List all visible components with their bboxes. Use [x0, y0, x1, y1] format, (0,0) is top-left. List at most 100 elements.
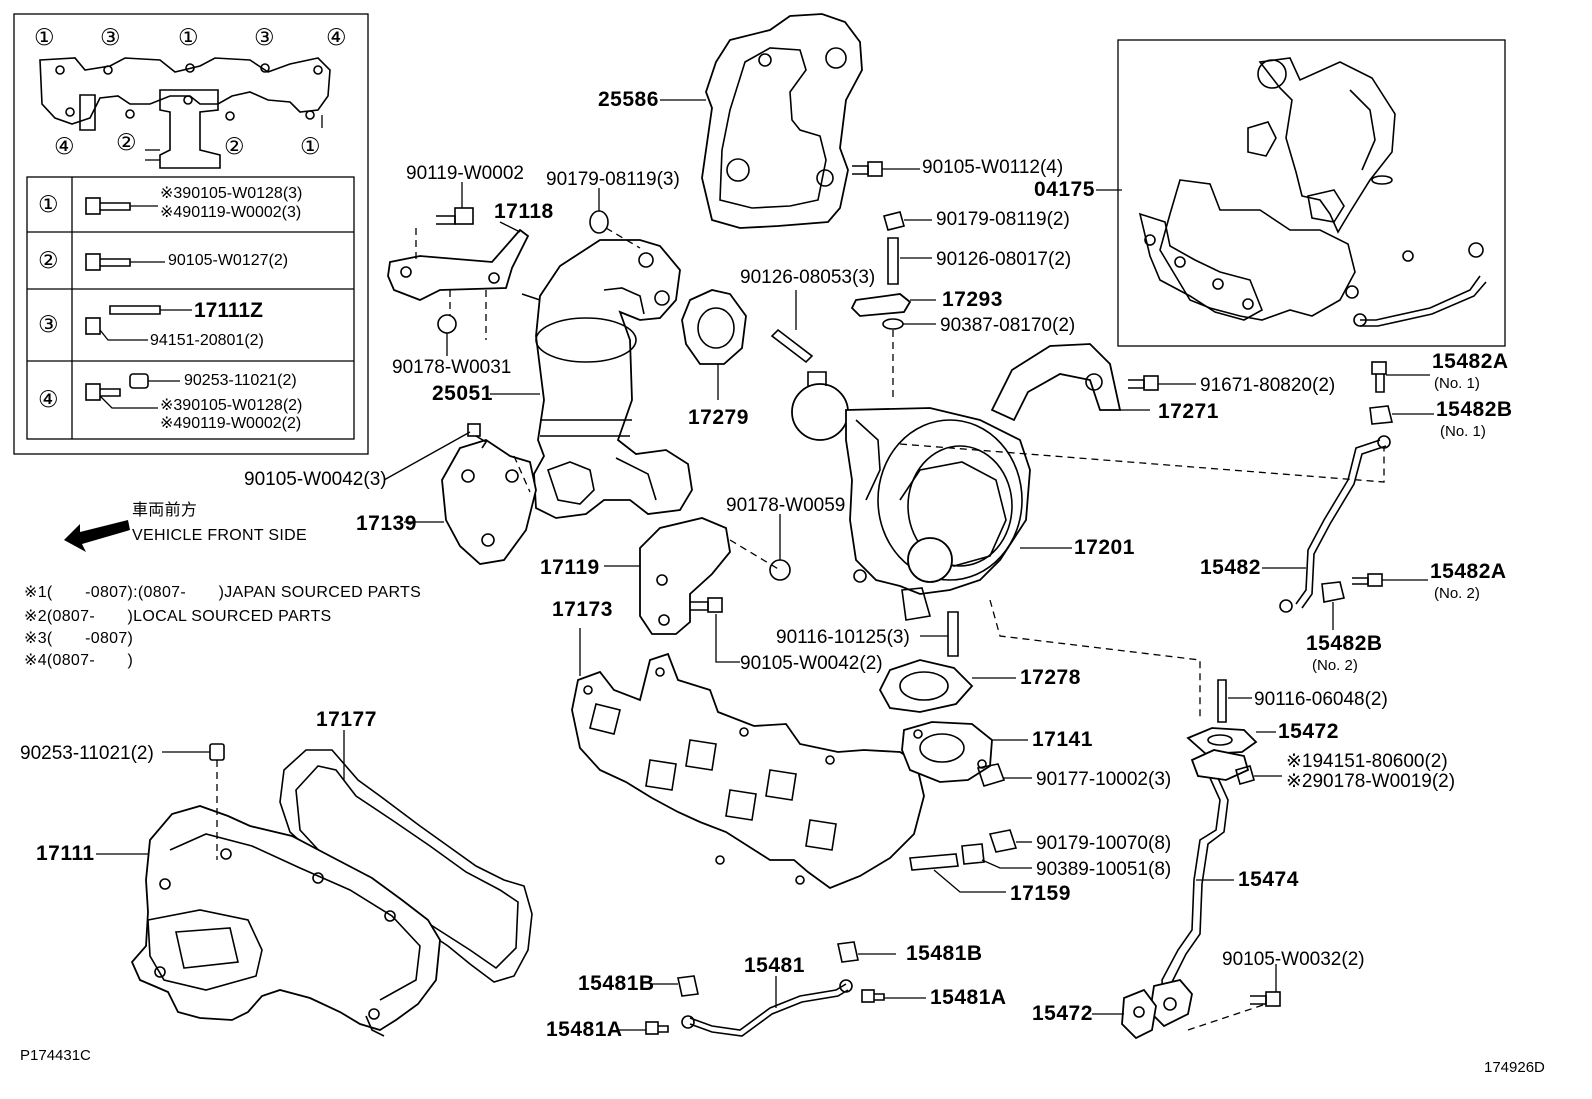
label-17177: 17177	[316, 708, 377, 731]
label-17119: 17119	[540, 556, 600, 579]
bolt-15482A-no1	[1371, 361, 1387, 393]
note-2: ※2(0807- )LOCAL SOURCED PARTS	[24, 608, 332, 625]
stud-90116-06048	[1217, 679, 1227, 723]
label-15482A-no1: 15482A	[1432, 350, 1509, 373]
note-4: ※4(0807- )	[24, 652, 134, 669]
table-row-3-line-1: 17111Z	[194, 299, 263, 322]
gasket-15472-bottom	[1121, 988, 1157, 1040]
label-15482B-no2-suffix: (No. 2)	[1312, 657, 1358, 674]
label-15482B-no2: 15482B	[1306, 632, 1383, 655]
label-90253-11021: 90253-11021(2)	[20, 743, 154, 764]
pipe-15474	[1149, 749, 1255, 1028]
label-15481: 15481	[744, 954, 805, 977]
gasket-17278	[878, 659, 974, 713]
pipe-15481	[681, 979, 853, 1037]
illustration-code-left: P174431C	[20, 1047, 91, 1064]
heat-insulator-25586	[701, 13, 863, 229]
manifold-outlet-17141	[901, 721, 993, 783]
inset-circle-top-2: ③	[100, 25, 121, 51]
label-90105-W0042-3: 90105-W0042(3)	[244, 469, 387, 490]
table-row-4-line-1: 90253-11021(2)	[184, 372, 297, 389]
label-90178-W0059: 90178-W0059	[726, 495, 846, 516]
label-94151-80600: ※194151-80600(2)	[1286, 751, 1448, 772]
bolt-15481A-right	[861, 989, 885, 1003]
nut-90178-W0059	[769, 559, 791, 581]
bolt-90105-W0112	[852, 161, 883, 177]
label-90119-W0002: 90119-W0002	[406, 163, 524, 184]
bolt-15481A-left	[645, 1021, 669, 1035]
converter-25051	[521, 239, 693, 519]
table-row-4-line-2: ※390105-W0128(2)	[160, 397, 303, 414]
inset-circle-top-3: ①	[178, 25, 199, 51]
nut-90177-10002	[976, 763, 1006, 787]
label-17271: 17271	[1158, 400, 1219, 423]
label-90105-W0032: 90105-W0032(2)	[1222, 949, 1365, 970]
table-row-3-number: ③	[38, 312, 59, 338]
washer-15482B-no2	[1321, 581, 1345, 603]
label-15482: 15482	[1200, 556, 1261, 579]
label-90178-W0019: ※290178-W0019(2)	[1286, 771, 1456, 792]
bolt-15482A-no2	[1352, 573, 1383, 587]
insulator-17271	[990, 343, 1122, 422]
label-90177-10002: 90177-10002(3)	[1036, 769, 1172, 790]
label-15472-top: 15472	[1278, 720, 1339, 743]
label-90105-W0112: 90105-W0112(4)	[922, 157, 1064, 178]
inset-circle-bottom-1: ④	[54, 134, 75, 160]
front-direction-jp: 車両前方	[132, 502, 198, 519]
inset-table-border	[26, 176, 355, 440]
label-15482A-no1-suffix: (No. 1)	[1434, 375, 1480, 392]
label-15482B-no1-suffix: (No. 1)	[1440, 423, 1486, 440]
inset-bolts	[85, 197, 192, 409]
table-row-3-line-2: 94151-20801(2)	[150, 332, 264, 349]
nut-90179-08119-3	[589, 210, 609, 234]
inset-gasket	[39, 57, 331, 169]
stud-90126-08053	[770, 328, 814, 364]
label-04175: 04175	[1034, 178, 1095, 201]
label-17278: 17278	[1020, 666, 1081, 689]
inset-circle-top-4: ③	[254, 25, 275, 51]
spacer-90389	[961, 843, 985, 865]
front-direction-en: VEHICLE FRONT SIDE	[132, 527, 307, 544]
turbocharger-17201	[791, 371, 1031, 621]
inset-circle-bottom-3: ②	[224, 134, 245, 160]
stud-90253-11021	[209, 743, 225, 761]
label-90126-08053: 90126-08053(3)	[740, 267, 876, 288]
label-17159: 17159	[1010, 882, 1071, 905]
bolt-90119-W0002	[436, 207, 474, 225]
inset-box	[13, 13, 369, 455]
nut-90179-08119-2	[883, 211, 905, 231]
washer-15482B-no1	[1369, 405, 1394, 425]
manifold-17173	[571, 652, 925, 890]
bolt-90105-W0042-2	[690, 597, 723, 613]
gasket-15472-top	[1186, 727, 1258, 755]
label-15481B-top: 15481B	[906, 942, 983, 965]
table-row-1-line-1: ※390105-W0128(3)	[160, 185, 303, 202]
label-90116-06048: 90116-06048(2)	[1254, 689, 1388, 710]
label-15481B-left: 15481B	[578, 972, 655, 995]
bracket-17119	[639, 517, 731, 635]
label-17173: 17173	[552, 598, 613, 621]
label-91671-80820: 91671-80820(2)	[1200, 375, 1336, 396]
note-3: ※3( -0807)	[24, 630, 134, 647]
stay-17139	[441, 439, 537, 565]
front-arrow	[64, 520, 130, 552]
illustration-code-right: 174926D	[1484, 1059, 1545, 1076]
table-row-1-number: ①	[38, 192, 59, 218]
bolt-90105-W0032	[1250, 991, 1281, 1007]
label-15474: 15474	[1238, 868, 1299, 891]
label-17293: 17293	[942, 288, 1003, 311]
label-90387-08170: 90387-08170(2)	[940, 315, 1076, 336]
label-25051: 25051	[432, 382, 493, 405]
washer-15481B-top	[837, 941, 859, 963]
label-17201: 17201	[1074, 536, 1135, 559]
label-90116-10125: 90116-10125(3)	[776, 627, 910, 648]
label-15482A-no2: 15482A	[1430, 560, 1507, 583]
plate-17293	[850, 293, 912, 317]
stud-90126-08017	[887, 237, 899, 285]
table-row-1-line-2: ※490119-W0002(3)	[160, 204, 302, 221]
label-15481A-right: 15481A	[930, 986, 1007, 1009]
label-15481A-left: 15481A	[546, 1018, 623, 1041]
label-90179-10070: 90179-10070(8)	[1036, 833, 1172, 854]
